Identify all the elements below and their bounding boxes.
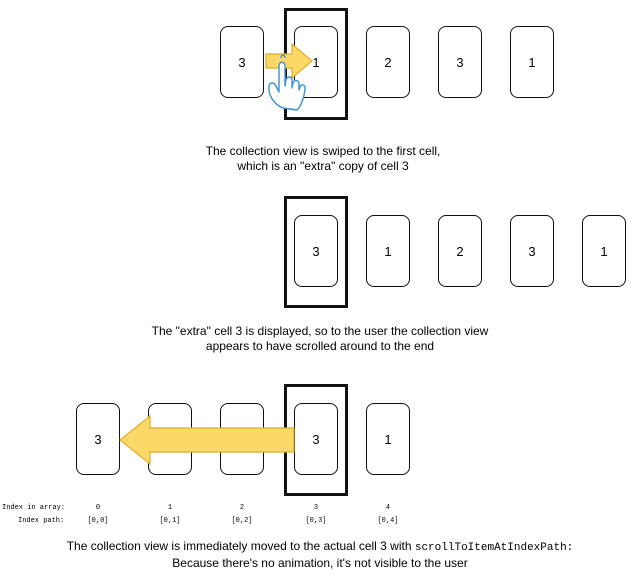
step3-caption-line1-text: The collection view is immediately moved… <box>66 539 415 553</box>
jump-left-arrow <box>119 414 295 466</box>
step3-cell-4: 1 <box>366 403 410 475</box>
step2-cell-4-label: 1 <box>600 243 608 259</box>
step1-cell-4-label: 1 <box>528 54 536 70</box>
step3-cell-4-label: 1 <box>384 431 392 447</box>
step1-cell-3: 3 <box>438 26 482 98</box>
step2-cell-2-label: 2 <box>456 243 464 259</box>
index-in-array-value: 2 <box>239 504 245 512</box>
index-path-value: [0,4] <box>377 517 399 525</box>
step1-cell-2: 2 <box>366 26 410 98</box>
index-in-array-value: 3 <box>313 504 319 512</box>
index-in-array-value: 1 <box>167 504 173 512</box>
step3-cell-0-label: 3 <box>94 431 102 447</box>
index-path-value: [0,2] <box>231 517 253 525</box>
step1-cell-0: 3 <box>220 26 264 98</box>
step1-cell-2-label: 2 <box>384 54 392 70</box>
index-in-array-value: 0 <box>95 504 101 512</box>
swipe-right-arrow <box>265 42 313 80</box>
step2-cell-3-label: 3 <box>528 243 536 259</box>
step3-caption-line2: Because there's no animation, it's not v… <box>172 556 468 570</box>
step2-cell-0: 3 <box>294 215 338 287</box>
step3-cell-3: 3 <box>294 403 338 475</box>
step1-caption-line2: which is an "extra" copy of cell 3 <box>237 159 409 173</box>
index-in-array-label: Index in array: <box>2 504 66 512</box>
step2-cell-4: 1 <box>582 215 626 287</box>
step1-caption: The collection view is swiped to the fir… <box>113 144 533 174</box>
step3-caption: The collection view is immediately moved… <box>60 539 580 571</box>
step2-caption-line2: appears to have scrolled around to the e… <box>205 339 435 353</box>
step1-cell-4: 1 <box>510 26 554 98</box>
step2-cell-1-label: 1 <box>384 243 392 259</box>
step2-cell-1: 1 <box>366 215 410 287</box>
step2-cell-2: 2 <box>438 215 482 287</box>
hand-pointer-icon <box>268 54 306 111</box>
index-path-value: [0,1] <box>159 517 181 525</box>
step2-viewport-frame <box>284 196 348 308</box>
step2-cell-0-label: 3 <box>312 243 320 259</box>
step3-cell-0: 3 <box>76 403 120 475</box>
index-path-value: [0,3] <box>305 517 327 525</box>
step2-caption: The "extra" cell 3 is displayed, so to t… <box>80 324 560 354</box>
step1-cell-3-label: 3 <box>456 54 464 70</box>
index-in-array-value: 4 <box>385 504 391 512</box>
step3-cell-3-label: 3 <box>312 431 320 447</box>
step1-caption-line1: The collection view is swiped to the fir… <box>205 144 441 158</box>
step3-caption-method-name: scrollToItemAtIndexPath: <box>414 542 574 554</box>
index-path-value: [0,0] <box>87 517 109 525</box>
step2-caption-line1: The "extra" cell 3 is displayed, so to t… <box>151 324 489 338</box>
step1-cell-1-label: 1 <box>312 54 320 70</box>
index-path-label: Index path: <box>18 517 65 525</box>
step3-caption-line1: The collection view is immediately moved… <box>60 539 580 556</box>
step1-cell-0-label: 3 <box>238 54 246 70</box>
step2-cell-3: 3 <box>510 215 554 287</box>
